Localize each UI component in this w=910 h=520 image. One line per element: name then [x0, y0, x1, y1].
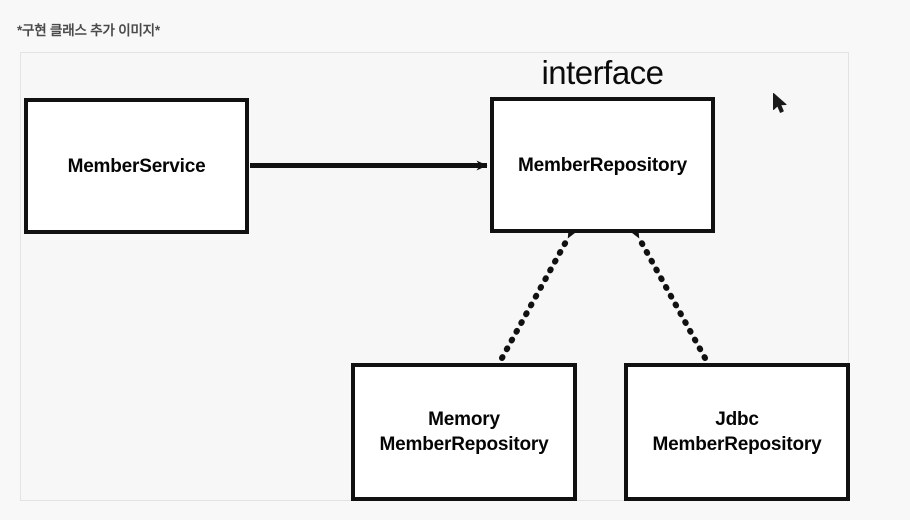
uml-node-memory-member-repository[interactable]: Memory MemberRepository — [351, 363, 577, 501]
uml-node-label: Jdbc MemberRepository — [652, 409, 822, 455]
uml-node-label: MemberService — [67, 155, 206, 177]
uml-node-jdbc-member-repository[interactable]: Jdbc MemberRepository — [624, 363, 850, 501]
figure-caption: *구현 클래스 추가 이미지* — [17, 23, 160, 38]
uml-node-member-service[interactable]: MemberService — [24, 98, 249, 234]
uml-node-member-repository[interactable]: MemberRepository — [490, 97, 715, 233]
uml-node-label: MemberRepository — [518, 154, 687, 176]
mouse-pointer-icon — [773, 93, 787, 113]
edge-memory-implements-member-repository — [499, 219, 583, 361]
uml-node-label: Memory MemberRepository — [379, 409, 549, 455]
interface-stereotype-label: interface — [541, 54, 664, 91]
edge-jdbc-implements-member-repository — [624, 219, 708, 361]
